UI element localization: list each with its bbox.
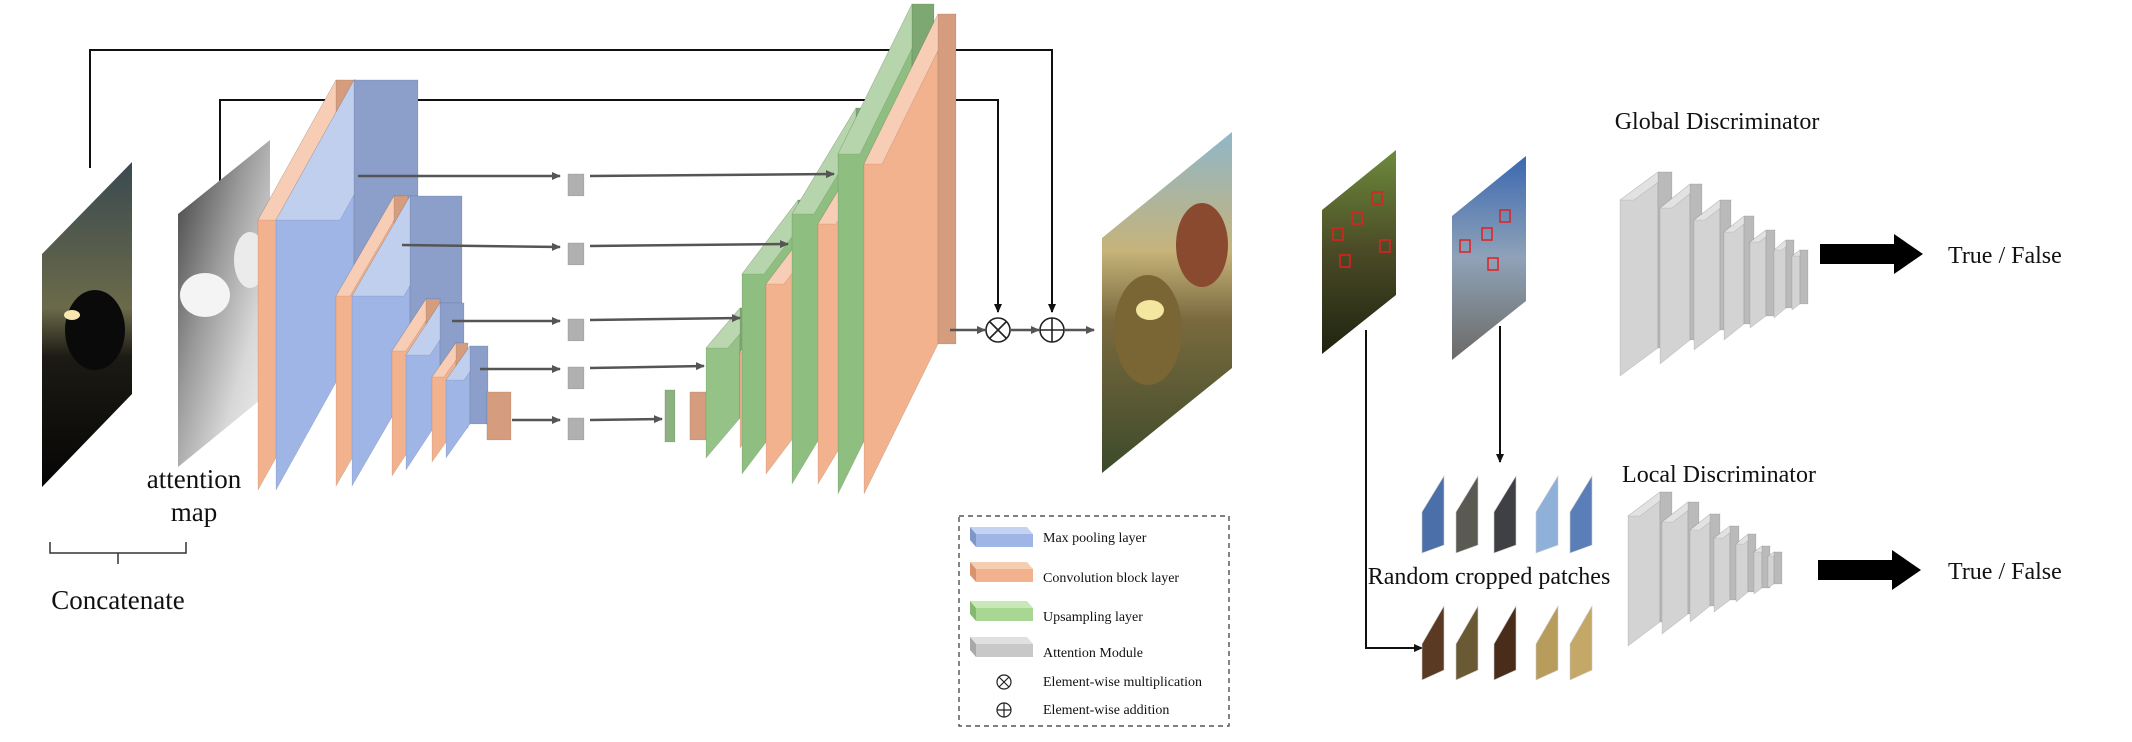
- skip-arrow-4b: [589, 362, 705, 371]
- attention-map-label-line1: attention: [147, 464, 242, 494]
- encoder-conv-5: [486, 391, 512, 441]
- addition-icon: [996, 702, 1012, 718]
- patch-top-1: [1421, 474, 1445, 554]
- legend-attention: Attention Module: [1043, 646, 1143, 661]
- decoder-up-5: [664, 389, 676, 443]
- decoder-conv-5: [689, 391, 709, 441]
- concatenate-label: Concatenate: [51, 585, 184, 615]
- skip-arrow-3b: [589, 314, 741, 323]
- ldisc-block-5: [1735, 533, 1757, 603]
- legend-max-pooling: Max pooling layer: [1043, 531, 1147, 546]
- ldisc-block-4: [1713, 525, 1740, 613]
- legend-addition: Element-wise addition: [1043, 703, 1169, 718]
- legend-swatch-convolution: [970, 562, 1033, 582]
- local-output-label: True / False: [1948, 559, 2062, 585]
- encoder-blocks: [257, 78, 512, 492]
- patch-top-2: [1455, 474, 1479, 554]
- skip-arrow-2a: [401, 242, 561, 251]
- attention-module-1: [567, 173, 585, 197]
- attention-module-5: [567, 417, 585, 441]
- legend: Max pooling layer Convolution block laye…: [958, 515, 1230, 727]
- patch-bottom-2: [1455, 604, 1479, 681]
- random-cropped-patches-label: Random cropped patches: [1368, 564, 1611, 590]
- patch-top-4: [1535, 474, 1559, 554]
- local-discriminator: [1627, 491, 1783, 647]
- gdisc-block-4: [1723, 215, 1755, 341]
- attention-modules: [567, 173, 585, 441]
- legend-swatch-max-pooling: [970, 527, 1033, 547]
- decoder-blocks: [664, 3, 957, 495]
- legend-swatch-upsampling: [970, 601, 1033, 621]
- concatenate-brace: [49, 542, 187, 564]
- global-discriminator-label: Global Discriminator: [1615, 109, 1820, 135]
- gdisc-block-5: [1749, 229, 1776, 329]
- encoder-decoder-arrows: [358, 170, 835, 424]
- global-output-label: True / False: [1948, 243, 2062, 269]
- global-output-arrow: [1820, 234, 1923, 274]
- ldisc-block-3: [1689, 513, 1721, 623]
- enhanced-output-image: [1102, 132, 1232, 473]
- patch-arrows: [1365, 326, 1504, 652]
- gdisc-block-6: [1773, 239, 1795, 319]
- attention-map-label-line2: map: [171, 497, 218, 527]
- skip-connection-attention: [219, 99, 1002, 313]
- skip-connection-input: [89, 49, 1056, 313]
- skip-arrow-1b: [589, 170, 835, 179]
- local-output-arrow: [1818, 550, 1921, 590]
- patch-top-3: [1493, 474, 1517, 554]
- ldisc-block-6: [1753, 545, 1771, 595]
- patch-top-5: [1569, 474, 1593, 554]
- skip-arrow-5b: [589, 415, 663, 424]
- legend-convolution: Convolution block layer: [1043, 571, 1179, 586]
- legend-upsampling: Upsampling layer: [1043, 610, 1143, 625]
- global-discriminator: [1619, 171, 1809, 377]
- patch-bottom-5: [1569, 604, 1593, 681]
- input-image: [42, 162, 132, 487]
- attention-module-3: [567, 318, 585, 342]
- ldisc-block-7: [1767, 551, 1783, 589]
- attention-map-image: [178, 140, 270, 467]
- legend-multiplication: Element-wise multiplication: [1043, 675, 1202, 690]
- attention-module-4: [567, 366, 585, 390]
- gdisc-block-7: [1791, 249, 1809, 311]
- patch-bottom-1: [1421, 604, 1445, 681]
- legend-swatch-attention: [970, 637, 1033, 657]
- attention-module-2: [567, 242, 585, 266]
- skip-arrow-2b: [589, 240, 789, 249]
- encoder-pool-4: [445, 345, 489, 459]
- local-discriminator-label: Local Discriminator: [1622, 462, 1816, 488]
- fake-image: [1322, 150, 1396, 354]
- decoder-conv-1: [863, 13, 957, 495]
- real-image: [1452, 156, 1526, 360]
- output-ops: [950, 317, 1095, 343]
- patch-bottom-4: [1535, 604, 1559, 681]
- multiplication-icon: [996, 674, 1012, 690]
- patch-bottom-3: [1493, 604, 1517, 681]
- random-cropped-patches: [1421, 474, 1593, 681]
